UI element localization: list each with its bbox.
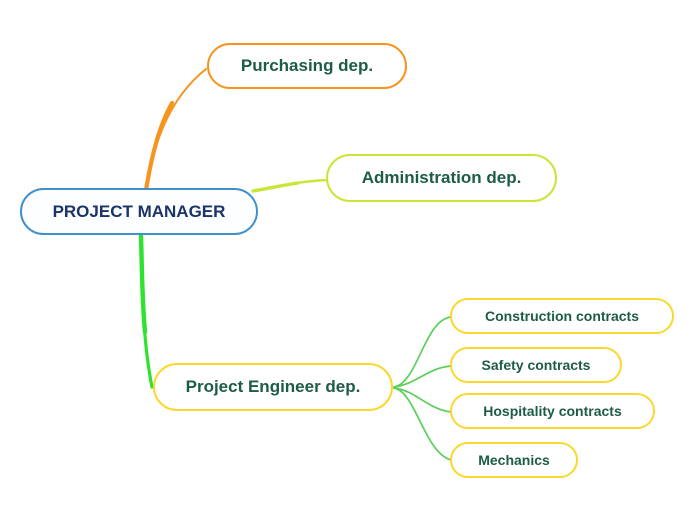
- node-purchasing-dep[interactable]: Purchasing dep.: [207, 43, 407, 89]
- edge-engineer-mechanics: [393, 387, 452, 461]
- node-project-manager-label: PROJECT MANAGER: [52, 201, 226, 221]
- edge-manager-administration-taper: [251, 181, 300, 193]
- node-mechanics-label: Mechanics: [478, 452, 550, 468]
- node-administration-dep[interactable]: Administration dep.: [326, 154, 557, 202]
- node-project-manager[interactable]: PROJECT MANAGER: [20, 188, 258, 235]
- edge-engineer-construction: [393, 316, 452, 388]
- node-project-engineer-dep-label: Project Engineer dep.: [185, 377, 361, 396]
- edge-manager-engineer-taper: [138, 233, 148, 335]
- node-purchasing-dep-label: Purchasing dep.: [240, 56, 374, 75]
- edge-engineer-safety: [393, 365, 452, 388]
- node-administration-dep-label: Administration dep.: [361, 168, 522, 187]
- node-hospitality-contracts[interactable]: Hospitality contracts: [450, 393, 655, 429]
- node-construction-contracts[interactable]: Construction contracts: [450, 298, 674, 334]
- node-safety-contracts[interactable]: Safety contracts: [450, 347, 622, 383]
- node-project-engineer-dep[interactable]: Project Engineer dep.: [153, 363, 393, 411]
- node-hospitality-contracts-label: Hospitality contracts: [483, 403, 622, 419]
- node-safety-contracts-label: Safety contracts: [481, 357, 591, 373]
- edge-manager-purchasing: [145, 68, 207, 191]
- edge-manager-purchasing-taper: [143, 100, 175, 193]
- node-construction-contracts-label: Construction contracts: [484, 308, 639, 324]
- node-mechanics[interactable]: Mechanics: [450, 442, 578, 478]
- edge-engineer-hospitality: [393, 387, 452, 413]
